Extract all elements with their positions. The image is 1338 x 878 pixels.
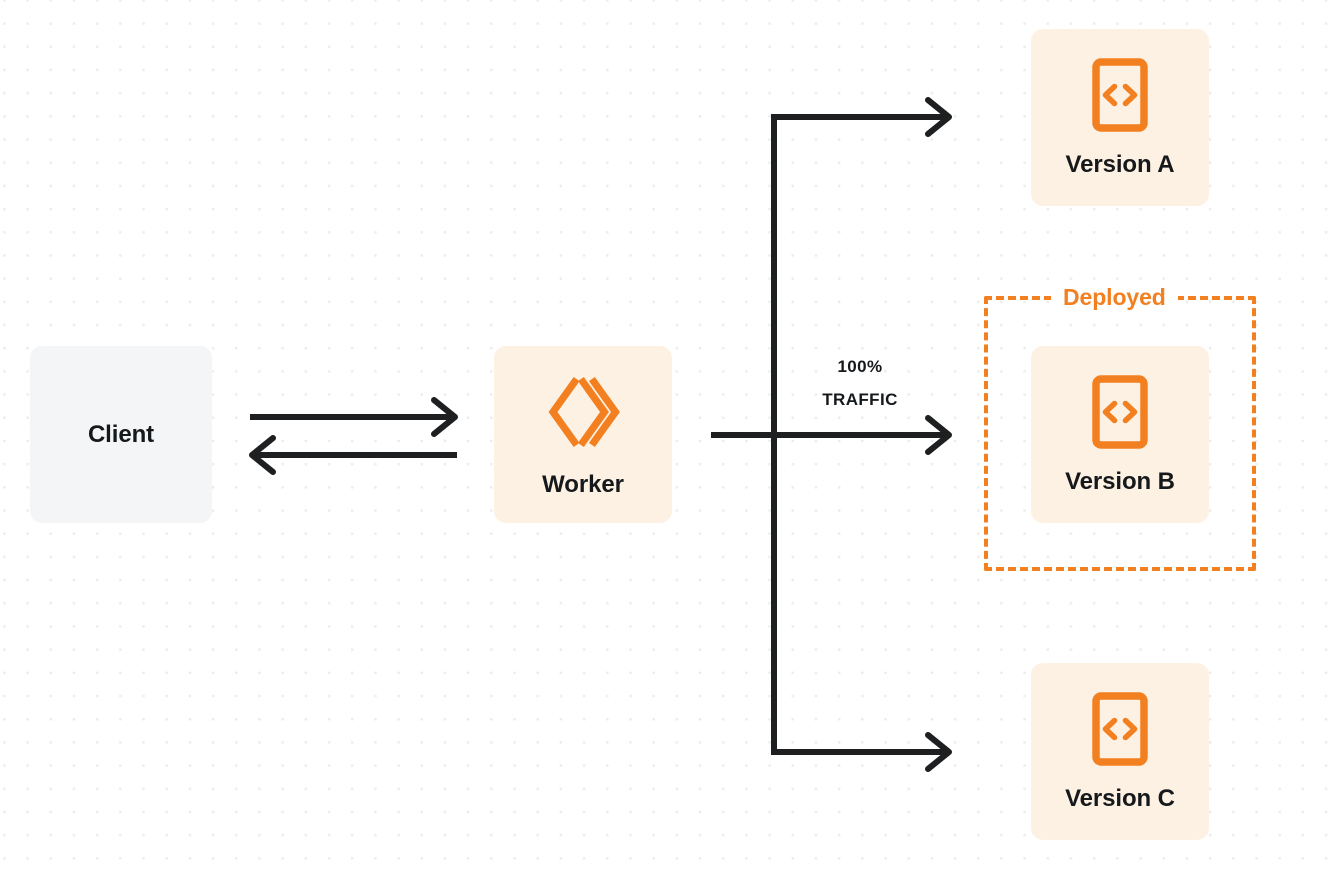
node-worker-label: Worker	[542, 470, 624, 498]
edge-worker-to-version-c	[771, 732, 952, 772]
edge-worker-to-version-a	[771, 97, 952, 137]
edge-worker-to-version-b	[711, 415, 952, 455]
node-version-c-label: Version C	[1065, 785, 1175, 812]
node-version-a-label: Version A	[1065, 151, 1175, 178]
edge-client-to-worker	[250, 397, 458, 437]
code-file-icon	[1092, 375, 1148, 449]
code-file-icon	[1092, 58, 1148, 132]
deployed-group-label: Deployed	[1051, 284, 1178, 310]
traffic-percent-value: 100%	[837, 357, 883, 376]
node-version-b[interactable]: Version B	[1031, 346, 1209, 523]
node-worker[interactable]: Worker	[494, 346, 672, 523]
node-version-a[interactable]: Version A	[1031, 29, 1209, 206]
edge-worker-to-client	[249, 435, 457, 475]
node-client[interactable]: Client	[30, 346, 212, 523]
node-version-b-label: Version B	[1065, 468, 1175, 495]
node-client-label: Client	[87, 420, 155, 448]
cloudflare-workers-logo-icon	[544, 373, 622, 451]
traffic-caption: TRAFFIC	[822, 390, 898, 409]
node-version-c[interactable]: Version C	[1031, 663, 1209, 840]
traffic-percentage-label: 100% TRAFFIC	[795, 350, 925, 416]
code-file-icon	[1092, 692, 1148, 766]
